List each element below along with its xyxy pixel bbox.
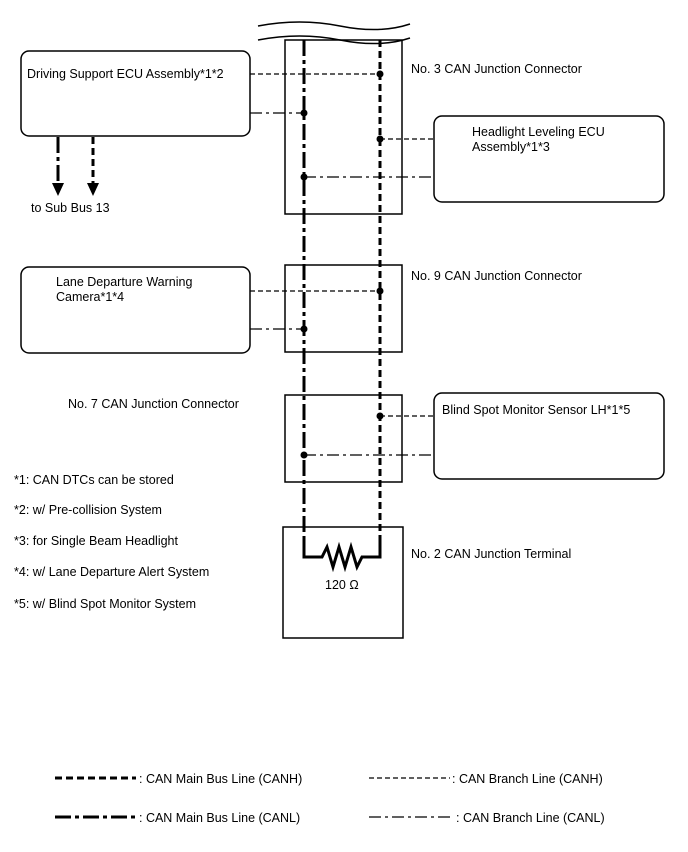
note-2: *2: w/ Pre-collision System <box>14 503 162 517</box>
sub-bus-label: to Sub Bus 13 <box>31 201 110 215</box>
lane-departure-camera-label: Lane Departure Warning <box>56 275 192 289</box>
junction-no2-label: No. 2 CAN Junction Terminal <box>411 547 571 561</box>
junction-no9-label: No. 9 CAN Junction Connector <box>411 269 582 283</box>
node-dot <box>300 173 308 181</box>
note-1: *1: CAN DTCs can be stored <box>14 473 174 487</box>
note-3: *3: for Single Beam Headlight <box>14 534 179 548</box>
blind-spot-sensor-box <box>433 392 665 480</box>
legend-canl-branch-label: : CAN Branch Line (CANL) <box>456 811 605 825</box>
sub-bus-arrows <box>52 137 99 196</box>
terminating-resistor <box>302 538 382 573</box>
node-dot <box>376 70 384 78</box>
junction-no3-box <box>284 39 403 215</box>
junction-no9-box <box>284 264 403 353</box>
driving-support-ecu-box <box>20 50 251 137</box>
node-dot <box>376 412 384 420</box>
note-4: *4: w/ Lane Departure Alert System <box>14 565 209 579</box>
node-dot <box>376 135 384 143</box>
legend-canl-main-label: : CAN Main Bus Line (CANL) <box>139 811 300 825</box>
legend: : CAN Main Bus Line (CANH) : CAN Branch … <box>55 772 605 825</box>
junction-no7-box <box>284 394 403 483</box>
headlight-leveling-ecu-box <box>433 115 665 203</box>
headlight-leveling-ecu-label-2: Assembly*1*3 <box>472 140 550 154</box>
node-dot <box>300 325 308 333</box>
junction-no2-box <box>282 526 404 639</box>
node-dot <box>300 451 308 459</box>
legend-canh-branch-label: : CAN Branch Line (CANH) <box>452 772 603 786</box>
headlight-leveling-ecu-label: Headlight Leveling ECU <box>472 125 605 139</box>
junction-no7-label: No. 7 CAN Junction Connector <box>68 397 239 411</box>
node-dot <box>300 109 308 117</box>
blind-spot-sensor-label: Blind Spot Monitor Sensor LH*1*5 <box>442 403 630 417</box>
resistor-label: 120 Ω <box>325 578 359 592</box>
legend-canh-main-label: : CAN Main Bus Line (CANH) <box>139 772 302 786</box>
junction-no3-label: No. 3 CAN Junction Connector <box>411 62 582 76</box>
lane-departure-camera-box <box>20 266 251 354</box>
note-5: *5: w/ Blind Spot Monitor System <box>14 597 196 611</box>
driving-support-ecu-label: Driving Support ECU Assembly*1*2 <box>27 67 224 81</box>
node-dot <box>376 287 384 295</box>
lane-departure-camera-label-2: Camera*1*4 <box>56 290 124 304</box>
